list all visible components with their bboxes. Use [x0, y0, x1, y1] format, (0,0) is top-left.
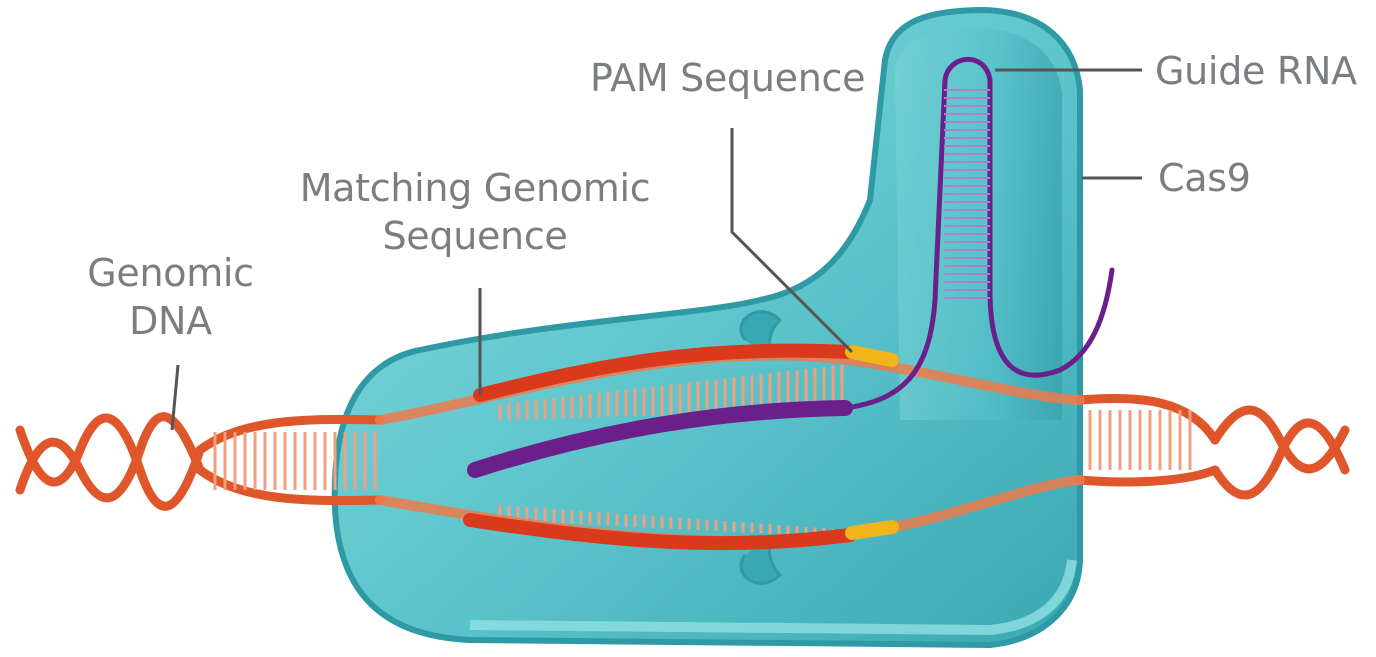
- cas9-label: Cas9: [1158, 155, 1251, 203]
- genomic-dna-label: Genomic DNA: [78, 250, 263, 345]
- matching-genomic-sequence-label: Matching Genomic Sequence: [290, 165, 660, 260]
- guide-rna-label: Guide RNA: [1155, 48, 1357, 96]
- matching-sequence-label-line-2: Sequence: [290, 213, 660, 261]
- matching-sequence-label-line-1: Matching Genomic: [290, 165, 660, 213]
- pam-sequence-label: PAM Sequence: [590, 55, 865, 103]
- guide-rna-stem-rungs: [944, 90, 990, 298]
- genomic-dna-label-line-2: DNA: [78, 298, 263, 346]
- genomic-dna-label-line-1: Genomic: [78, 250, 263, 298]
